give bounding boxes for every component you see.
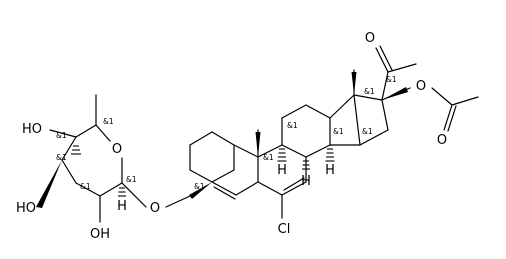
atom-chlorine: Cl <box>278 222 291 237</box>
atom-labels: O O O O O H H H H H HO HO OH Cl <box>16 31 447 242</box>
stereo-label-c9: &1 <box>287 121 298 130</box>
atom-ester-oxygen: O <box>416 79 426 94</box>
stereo-label-sugar-c2: &1 <box>80 182 91 191</box>
atom-hydroxyl-c3: OH <box>90 227 110 242</box>
stereo-label-sugar-c5: &1 <box>103 117 114 126</box>
atom-hydrogen-c8: H <box>325 163 335 178</box>
atom-glycosidic-oxygen: O <box>150 201 160 216</box>
stereo-label-c10: &1 <box>263 153 274 162</box>
atom-ketone-oxygen: O <box>365 31 375 46</box>
atom-hydrogen-sugar-c1: H <box>117 199 127 214</box>
atom-hydrogen-c14: H <box>301 174 311 189</box>
stereo-label-sugar-c1: &1 <box>126 175 137 184</box>
atom-ester-carbonyl-oxygen: O <box>437 133 447 148</box>
stereo-label-sugar-c3: &1 <box>56 153 67 162</box>
wedge-bonds <box>36 72 408 208</box>
stereo-label-c14: &1 <box>362 127 373 136</box>
hash-bonds <box>71 145 335 197</box>
stereo-label-sugar-c4: &1 <box>56 131 67 140</box>
bond-lines <box>49 45 479 223</box>
stereo-labels: &1 &1 &1 &1 &1 &1 &1 &1 &1 &1 &1 &1 <box>56 75 397 191</box>
atom-hydrogen-c4: H <box>277 163 287 178</box>
atom-hydroxyl-c4: HO <box>22 122 42 137</box>
stereo-label-c17: &1 <box>386 75 397 84</box>
atom-sugar-ring-oxygen: O <box>112 142 122 157</box>
stereo-label-c13: &1 <box>364 87 375 96</box>
stereo-label-c3: &1 <box>194 182 205 191</box>
atom-hydroxyl-c2: HO <box>16 201 36 216</box>
stereo-label-c8: &1 <box>333 127 344 136</box>
